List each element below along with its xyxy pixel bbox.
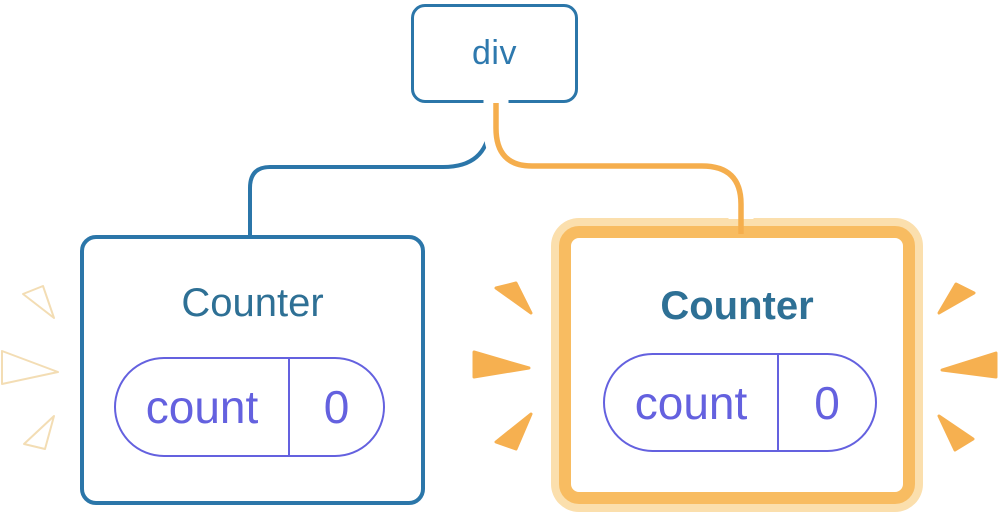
counter-node-right: Counter count 0: [559, 226, 915, 504]
flash-spark-icon: [23, 415, 55, 450]
root-node-label: div: [472, 34, 517, 72]
state-key-cell: count: [605, 355, 779, 450]
flash-spark-icon: [472, 350, 531, 379]
flash-marks-right-counter-left: [472, 281, 533, 451]
flash-spark-icon: [937, 414, 975, 452]
state-value-cell: 0: [323, 381, 350, 433]
flash-spark-icon: [22, 285, 55, 319]
flash-marks-left-counter: [1, 285, 59, 450]
counter-title-left: Counter: [181, 280, 324, 325]
flash-spark-icon: [940, 351, 998, 379]
counter-title-right: Counter: [660, 283, 814, 328]
edge-div-to-left-counter: [248, 95, 492, 240]
state-value-cell: 0: [814, 376, 840, 429]
flash-marks-right-counter-right: [937, 282, 998, 452]
state-key-cell: count: [116, 359, 290, 455]
flash-spark-icon: [494, 412, 533, 451]
state-pill-right: count 0: [603, 353, 877, 452]
flash-spark-icon: [494, 281, 533, 315]
flash-spark-icon: [937, 282, 976, 315]
counter-node-left: Counter count 0: [80, 235, 425, 505]
edge-highlight-casing: [483, 88, 754, 219]
state-pill-left: count 0: [114, 357, 385, 457]
flash-spark-icon: [1, 350, 59, 385]
root-node-div: div: [411, 4, 578, 103]
edge-div-to-right-counter: [493, 103, 744, 234]
